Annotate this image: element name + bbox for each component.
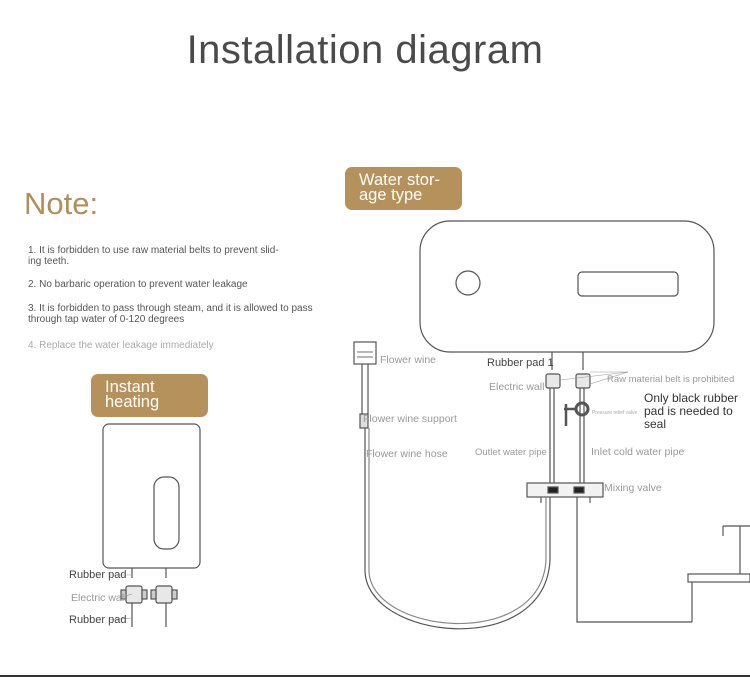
instant-heater-display xyxy=(153,476,180,550)
label-only-black-rubber: Only black rubber pad is needed to seal xyxy=(644,391,739,431)
mixing-valve xyxy=(526,482,604,498)
instant-heating-badge: Instant heating xyxy=(91,374,208,417)
label-rubber-pad-top: Rubber pad xyxy=(69,569,127,581)
label-raw-material-belt: Raw material belt is prohibited xyxy=(607,374,735,385)
note-item-1: 1. It is forbidden to use raw material b… xyxy=(28,245,279,267)
note-item-4: 4. Replace the water leakage immediately xyxy=(28,340,214,351)
label-flower-wine: Flower wine xyxy=(380,354,437,366)
pressure-relief-valve xyxy=(574,401,590,417)
instant-heater-body xyxy=(102,423,201,569)
note-item-2: 2. No barbaric operation to prevent wate… xyxy=(28,279,248,290)
storage-connector-left xyxy=(545,373,561,389)
label-mixing-valve: Mixing valve xyxy=(604,482,662,494)
label-rubber-pad-bottom: Rubber pad xyxy=(69,614,127,626)
note-item-3: 3. It is forbidden to pass through steam… xyxy=(28,303,313,325)
label-electric-wall-instant: Electric wall xyxy=(71,592,127,604)
label-electric-wall-storage: Electric wall xyxy=(489,381,545,393)
shower-head xyxy=(353,341,377,365)
storage-heater-display xyxy=(577,271,679,297)
label-inlet-pipe: Inlet cold water pipe xyxy=(591,446,685,458)
storage-heater-body xyxy=(419,220,715,353)
flower-wine-support xyxy=(359,413,369,429)
water-storage-badge: Water stor- age type xyxy=(345,167,462,210)
storage-connector-right xyxy=(575,373,591,389)
instant-connector-left xyxy=(125,585,143,604)
storage-heater-dial xyxy=(455,270,481,296)
label-pressure-relief: Pressure relief valve xyxy=(592,410,638,416)
label-flower-wine-hose: Flower wine hose xyxy=(366,448,448,460)
page-title: Installation diagram xyxy=(186,28,544,72)
instant-connector-right xyxy=(155,585,173,604)
sink-top xyxy=(687,573,750,583)
label-outlet-pipe: Outlet water pipe xyxy=(475,447,547,458)
inlet-pipe xyxy=(576,497,692,623)
label-flower-wine-support: Flower wine support xyxy=(363,413,457,425)
flower-wine-hose xyxy=(364,428,551,630)
note-heading: Note: xyxy=(24,186,99,221)
label-rubber-pad-1: Rubber pad 1 xyxy=(487,357,554,369)
